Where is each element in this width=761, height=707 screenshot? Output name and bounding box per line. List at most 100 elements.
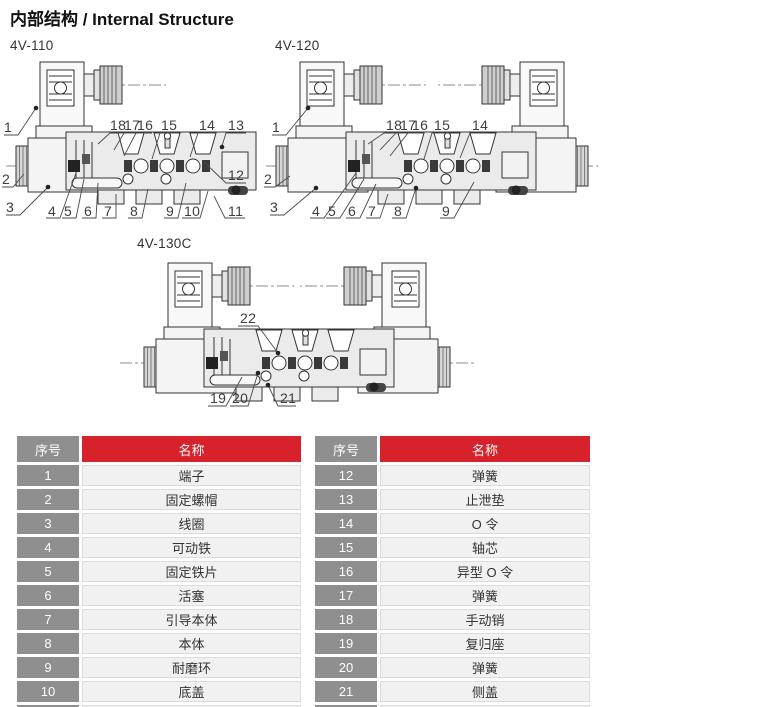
part-name: 螺钉: [82, 705, 301, 707]
diagram-4v110: 1 2 3 4 5 6 7 8 9 10 11 12 13 14 15 16 1…: [0, 60, 258, 228]
part-no: 4: [17, 537, 79, 558]
callout-14: 14: [472, 117, 489, 133]
callout-4: 4: [312, 203, 321, 219]
callout-14: 14: [199, 117, 216, 133]
col-header-no: 序号: [315, 436, 377, 462]
callout-8: 8: [130, 203, 139, 219]
part-name: 止泄垫: [380, 489, 590, 510]
figure-label-4v120: 4V-120: [275, 38, 320, 53]
part-no: 3: [17, 513, 79, 534]
part-no: 6: [17, 585, 79, 606]
part-no: 7: [17, 609, 79, 630]
callout-5: 5: [64, 203, 73, 219]
callout-6: 6: [348, 203, 357, 219]
callout-22: 22: [240, 310, 257, 326]
part-name: 引导本体: [82, 609, 301, 630]
part-name: 手动销: [380, 609, 590, 630]
part-name: 异型 O 令: [380, 561, 590, 582]
callout-17: 17: [124, 117, 141, 133]
part-no: 12: [315, 465, 377, 486]
diagram-4v120: 1 2 3 4 5 6 7 8 9 18 17 16 15 14: [262, 60, 602, 228]
callout-1: 1: [4, 119, 13, 135]
part-no: 2: [17, 489, 79, 510]
part-no: 17: [315, 585, 377, 606]
valve-body: [345, 131, 537, 205]
valve-cross-section-4v130c: [112, 262, 482, 421]
part-no: 9: [17, 657, 79, 678]
callout-13: 13: [228, 117, 245, 133]
table-row: 11螺钉: [17, 705, 301, 707]
figure-label-4v130c: 4V-130C: [137, 236, 192, 251]
part-no: 14: [315, 513, 377, 534]
part-no: 13: [315, 489, 377, 510]
part-name: 轴芯: [380, 537, 590, 558]
col-header-name: 名称: [380, 436, 590, 462]
part-name: 耐磨环: [82, 657, 301, 678]
callout-18: 18: [110, 117, 127, 133]
table-header-row: 序号 名称: [315, 436, 590, 462]
callout-15: 15: [434, 117, 451, 133]
callout-9: 9: [166, 203, 175, 219]
callout-21: 21: [280, 390, 297, 406]
part-no: 15: [315, 537, 377, 558]
part-name: 固定螺帽: [82, 489, 301, 510]
callout-19: 19: [210, 390, 227, 406]
callout-leader-lines: [264, 105, 488, 218]
callout-15: 15: [161, 117, 178, 133]
part-name: 固定铁片: [82, 561, 301, 582]
callout-1: 1: [272, 119, 281, 135]
callout-20: 20: [232, 390, 249, 406]
part-no: 18: [315, 609, 377, 630]
part-name: 弹簧: [380, 465, 590, 486]
callout-5: 5: [328, 203, 337, 219]
part-no: 10: [17, 681, 79, 702]
part-no: 11: [17, 705, 79, 707]
figure-label-4v110: 4V-110: [10, 38, 54, 53]
callout-9: 9: [442, 203, 451, 219]
part-name: 复归座: [380, 705, 590, 707]
part-no: 19: [315, 633, 377, 654]
part-no: 16: [315, 561, 377, 582]
page-title: 内部结构 / Internal Structure: [10, 10, 234, 29]
callout-12: 12: [228, 167, 245, 183]
col-header-no: 序号: [17, 436, 79, 462]
callout-7: 7: [104, 203, 113, 219]
part-name: 弹簧: [380, 585, 590, 606]
callout-3: 3: [270, 199, 279, 215]
part-name: 端子: [82, 465, 301, 486]
part-no: 5: [17, 561, 79, 582]
callout-8: 8: [394, 203, 403, 219]
part-name: 侧盖: [380, 681, 590, 702]
callout-2: 2: [2, 171, 11, 187]
callout-7: 7: [368, 203, 377, 219]
table-row: 22复归座: [315, 705, 590, 707]
part-name: 复归座: [380, 633, 590, 654]
part-name: 本体: [82, 633, 301, 654]
callout-leader-lines: [208, 326, 296, 406]
table-header-row: 序号 名称: [17, 436, 301, 462]
callout-18: 18: [386, 117, 403, 133]
callout-leader-lines: [2, 105, 246, 218]
part-no: 21: [315, 681, 377, 702]
part-name: 底盖: [82, 681, 301, 702]
valve-cross-section-4v110: [0, 61, 257, 228]
part-name: O 令: [380, 513, 590, 534]
diagram-4v130c: 22 19 20 21: [112, 253, 482, 421]
